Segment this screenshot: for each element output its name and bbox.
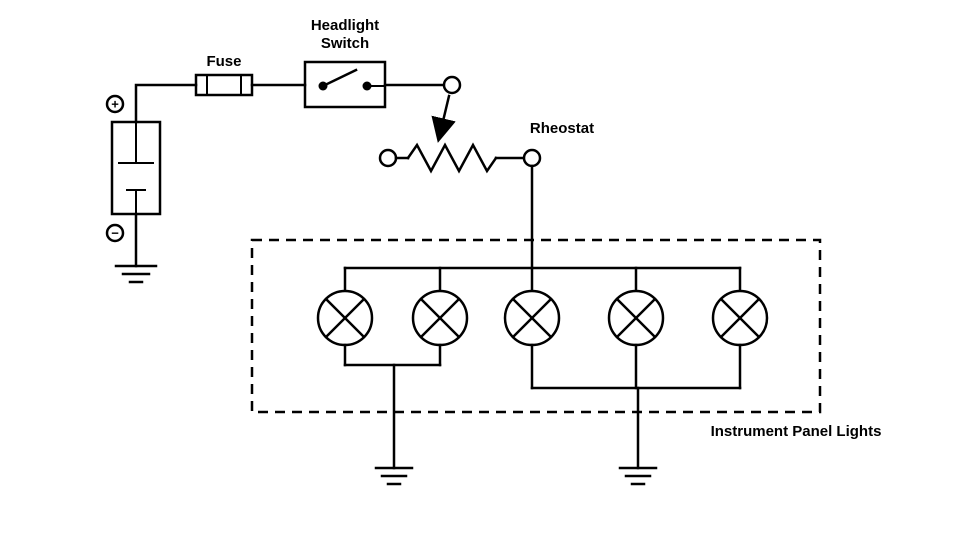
rheostat-zigzag	[406, 142, 498, 174]
instrument-panel-label: Instrument Panel Lights	[711, 423, 882, 440]
lamp1-cross-b	[324, 297, 366, 339]
rheostat-left-terminal	[378, 148, 398, 168]
lamp-4	[607, 289, 665, 347]
headlight-switch-label-line1: Headlight	[311, 17, 379, 34]
rheostat-label: Rheostat	[530, 120, 594, 137]
negative-symbol: −	[111, 226, 119, 241]
lamp-3	[503, 289, 561, 347]
lamp-1	[316, 289, 374, 347]
battery-symbol: + −	[105, 94, 162, 243]
headlight-switch-symbol: Headlight Switch	[303, 17, 387, 109]
wire-battery-to-fuse	[134, 83, 198, 124]
lamp-2	[411, 289, 469, 347]
lamp-5	[711, 289, 769, 347]
switch-box	[303, 60, 387, 109]
fuse-symbol: Fuse	[194, 53, 254, 97]
wiper-arrow	[431, 94, 456, 143]
positive-symbol: +	[111, 97, 119, 112]
rheostat-symbol: Rheostat	[378, 120, 594, 174]
negative-terminal-circle	[105, 223, 125, 243]
fuse-body	[194, 73, 254, 97]
ground-group-b	[618, 466, 658, 486]
instrument-panel-enclosure	[250, 238, 822, 414]
ground-group-a	[374, 466, 414, 486]
ground-battery	[114, 212, 158, 284]
wiper-terminal-circle	[442, 75, 462, 95]
headlight-switch-label-line2: Switch	[321, 35, 369, 52]
positive-terminal-circle	[105, 94, 125, 114]
fuse-label: Fuse	[206, 53, 241, 70]
rheostat-right-terminal	[522, 148, 542, 168]
lamp5-cross-b	[719, 297, 761, 339]
lamp2-cross-b	[419, 297, 461, 339]
lamp4-cross-b	[615, 297, 657, 339]
switch-blade	[321, 68, 358, 88]
lamp3-cross-b	[511, 297, 553, 339]
